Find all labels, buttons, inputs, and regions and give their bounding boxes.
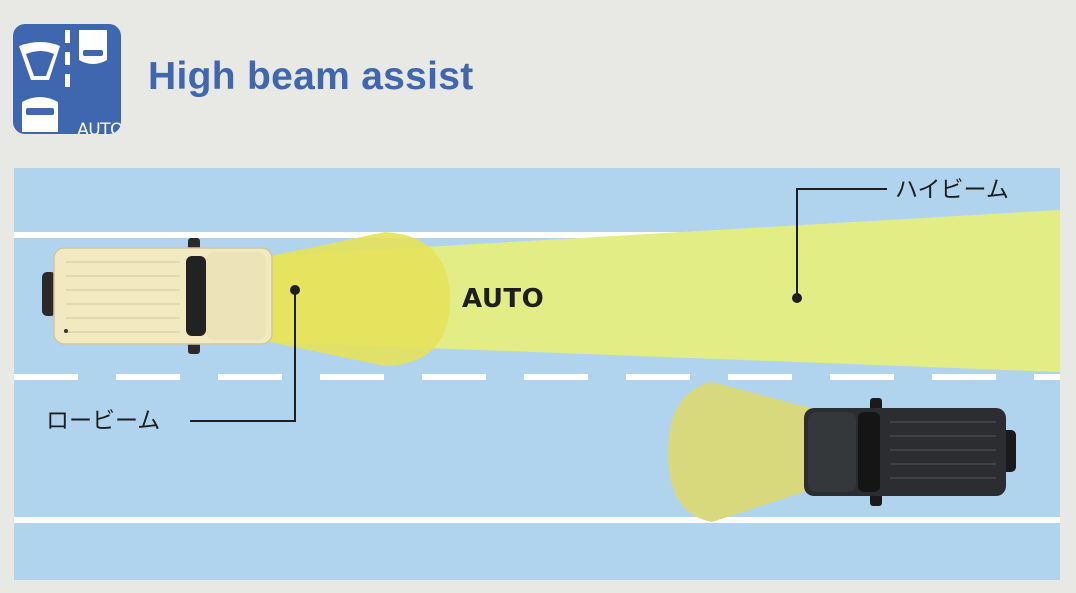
- lane-edge-top: [14, 232, 1060, 238]
- lane-markings: [14, 232, 1060, 523]
- low-beam-marker: [290, 285, 300, 295]
- oncoming-low-beam: [668, 382, 810, 522]
- own-vehicle: [42, 238, 273, 354]
- auto-mode-label: AUTO: [462, 284, 545, 314]
- high-beam-assist-icon: AUTO: [13, 24, 121, 134]
- high-beam-leader: [796, 188, 887, 298]
- low-beam-label: ロービーム: [46, 408, 161, 434]
- low-beam-leader: [190, 290, 296, 422]
- page-title: High beam assist: [148, 55, 474, 98]
- low-beam-cone: [270, 232, 450, 366]
- high-beam-label: ハイビーム: [895, 177, 1009, 203]
- high-beam-marker: [792, 293, 802, 303]
- high-beam-cone: [270, 210, 1060, 372]
- icon-auto-text: AUTO: [77, 120, 121, 134]
- header: AUTO High beam assist: [0, 0, 1076, 150]
- oncoming-vehicle: [804, 398, 1016, 506]
- lane-edge-bottom: [14, 517, 1060, 523]
